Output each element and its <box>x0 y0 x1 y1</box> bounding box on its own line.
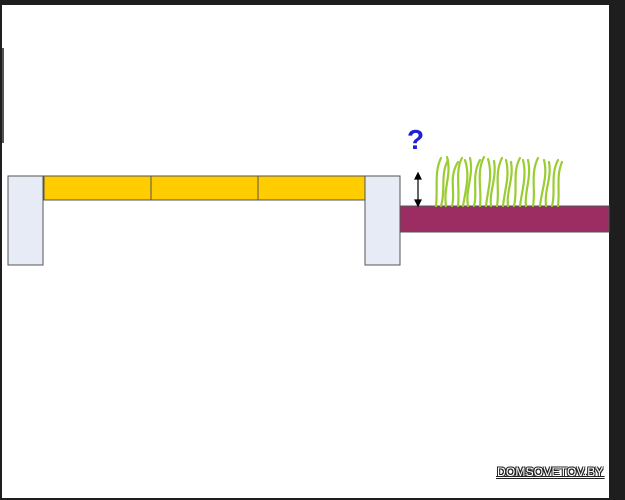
beam-segment-2 <box>150 175 259 201</box>
frame-top-border <box>0 0 625 5</box>
left-edge-mark <box>2 48 4 143</box>
beam-segment-1 <box>43 175 152 201</box>
question-mark-label: ? <box>407 124 425 155</box>
grass-icon <box>434 155 564 208</box>
drawing-canvas <box>2 5 609 498</box>
double-arrow-icon <box>414 171 422 208</box>
watermark-text: DOMSOVETOV.BY <box>497 465 604 479</box>
beam-segment-3 <box>257 175 366 201</box>
left-support-post <box>7 175 44 266</box>
ground-layer <box>399 205 610 233</box>
right-support-post <box>364 175 401 266</box>
